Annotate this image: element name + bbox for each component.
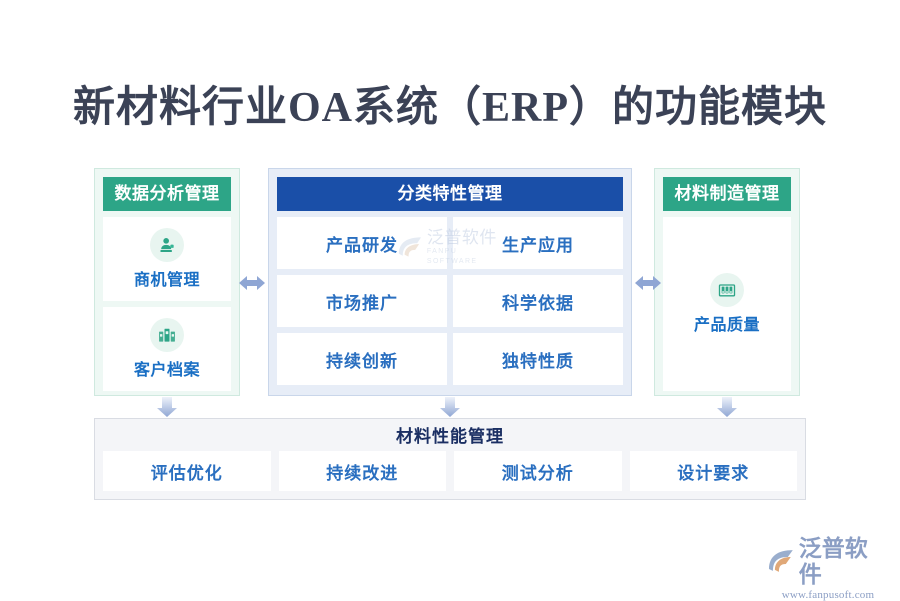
cell-continuous-improvement[interactable]: 持续改进 — [278, 451, 446, 491]
card-label-business-opportunity: 商机管理 — [133, 272, 200, 289]
cell-unique-property[interactable]: 独特性质 — [453, 333, 623, 385]
arrow-down-icon — [715, 396, 739, 418]
cell-scientific-basis[interactable]: 科学依据 — [453, 275, 623, 327]
cell-production-app[interactable]: 生产应用 — [453, 217, 623, 269]
cell-market-promotion[interactable]: 市场推广 — [277, 275, 447, 327]
card-label-customer-archive: 客户档案 — [133, 362, 200, 379]
panel-header-classification-features: 分类特性管理 — [277, 177, 623, 211]
fanpu-logo-mark — [768, 550, 793, 572]
card-product-quality[interactable]: 产品质量 — [663, 217, 791, 391]
panel-header-data-analysis: 数据分析管理 — [103, 177, 231, 211]
panel-material-manufacturing: 材料制造管理 产品质量 — [654, 168, 800, 396]
archive-files-icon — [150, 318, 184, 352]
user-stamp-icon — [150, 228, 184, 262]
panel-header-material-performance: 材料性能管理 — [396, 427, 504, 446]
logo-url: www.fanpusoft.com — [781, 589, 875, 601]
card-customer-archive[interactable]: 客户档案 — [103, 307, 231, 391]
logo-text-cn: 泛普软件 — [798, 536, 868, 587]
classification-grid: 产品研发 生产应用 市场推广 科学依据 持续创新 独特性质 — [277, 217, 623, 385]
panel-classification-features: 分类特性管理 产品研发 生产应用 市场推广 科学依据 持续创新 独特性质 — [268, 168, 632, 396]
cell-test-analysis[interactable]: 测试分析 — [454, 451, 622, 491]
arrow-down-icon — [155, 396, 179, 418]
double-arrow-horizontal-icon — [634, 272, 662, 294]
material-performance-grid: 评估优化 持续改进 测试分析 设计要求 — [103, 451, 797, 491]
cell-product-rd[interactable]: 产品研发 — [277, 217, 447, 269]
arrow-down-icon — [438, 396, 462, 418]
card-business-opportunity[interactable]: 商机管理 — [103, 217, 231, 301]
brand-logo: 泛普软件 www.fanpusoft.com — [766, 536, 890, 601]
panel-data-analysis: 数据分析管理 商机管理 — [94, 168, 240, 396]
double-arrow-horizontal-icon — [238, 272, 266, 294]
card-label-product-quality: 产品质量 — [693, 317, 760, 334]
panel-header-material-manufacturing: 材料制造管理 — [663, 177, 791, 211]
cell-design-requirement[interactable]: 设计要求 — [629, 451, 797, 491]
page-title: 新材料行业OA系统（ERP）的功能模块 — [72, 85, 827, 131]
cell-continuous-innovation[interactable]: 持续创新 — [277, 333, 447, 385]
storage-boxes-icon — [710, 273, 744, 307]
cell-evaluation-optimization[interactable]: 评估优化 — [103, 451, 271, 491]
panel-material-performance: 材料性能管理 评估优化 持续改进 测试分析 设计要求 — [94, 418, 806, 500]
